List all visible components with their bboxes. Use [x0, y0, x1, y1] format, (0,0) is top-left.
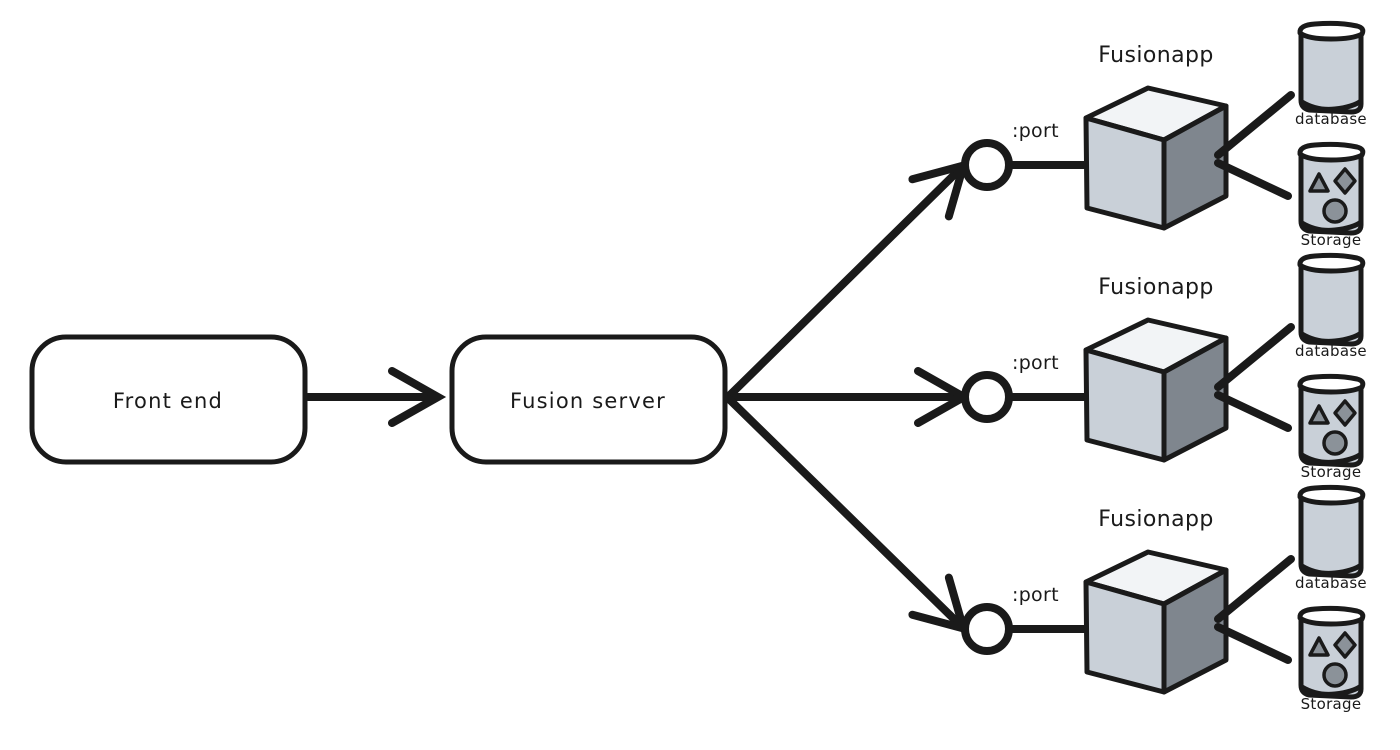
- cluster-1-app-cube[interactable]: [1086, 88, 1226, 228]
- cluster-2-edge-database: [1214, 323, 1295, 391]
- cluster-3-port-label: :port: [1012, 584, 1059, 606]
- cluster-2-database-label: database: [1295, 342, 1367, 360]
- edge-server-to-cluster-3: [725, 395, 982, 647]
- cluster-3-database-icon[interactable]: [1300, 487, 1363, 576]
- cluster-2-storage-label: Storage: [1301, 463, 1362, 481]
- cluster-1-storage-icon[interactable]: [1300, 144, 1363, 233]
- fusion-server-label: Fusion server: [510, 389, 666, 413]
- cluster-1: Fusionapp :port database Storage: [961, 23, 1367, 249]
- cluster-1-port-node[interactable]: [961, 139, 1013, 191]
- cluster-1-database-icon[interactable]: [1300, 23, 1363, 112]
- cluster-3-title: Fusionapp: [1098, 507, 1213, 532]
- cluster-3-database-label: database: [1295, 574, 1367, 592]
- edge-frontend-to-server: [304, 371, 438, 423]
- fusion-server-box: [449, 334, 728, 465]
- cluster-1-edge-database: [1214, 91, 1295, 159]
- cluster-2-database-icon[interactable]: [1300, 255, 1363, 344]
- cluster-2-title: Fusionapp: [1098, 275, 1213, 300]
- cluster-3-app-cube[interactable]: [1086, 552, 1226, 692]
- cluster-2-port-node[interactable]: [961, 371, 1013, 423]
- cluster-1-title: Fusionapp: [1098, 43, 1213, 68]
- cluster-2-app-cube[interactable]: [1086, 320, 1226, 460]
- cluster-3-port-node[interactable]: [961, 603, 1013, 655]
- cluster-1-storage-label: Storage: [1301, 231, 1362, 249]
- cluster-1-port-label: :port: [1012, 120, 1059, 142]
- edge-server-to-cluster-2: [725, 371, 964, 423]
- edge-server-to-cluster-1: [725, 147, 982, 400]
- cluster-3-storage-label: Storage: [1301, 695, 1362, 713]
- cluster-3-edge-storage: [1214, 623, 1292, 664]
- cluster-1-database-label: database: [1295, 110, 1367, 128]
- cluster-3-storage-icon[interactable]: [1300, 608, 1363, 697]
- cluster-3: Fusionapp :port database Storage: [961, 487, 1367, 713]
- cluster-2-port-label: :port: [1012, 352, 1059, 374]
- cluster-2: Fusionapp :port database Storage: [961, 255, 1367, 481]
- frontend-label: Front end: [113, 389, 223, 413]
- cluster-3-edge-database: [1214, 555, 1295, 623]
- cluster-2-storage-icon[interactable]: [1300, 376, 1363, 465]
- cluster-1-edge-storage: [1214, 159, 1292, 200]
- cluster-2-edge-storage: [1214, 391, 1292, 432]
- node-fusion-server[interactable]: Fusion server: [449, 334, 728, 465]
- node-frontend[interactable]: Front end: [29, 334, 308, 465]
